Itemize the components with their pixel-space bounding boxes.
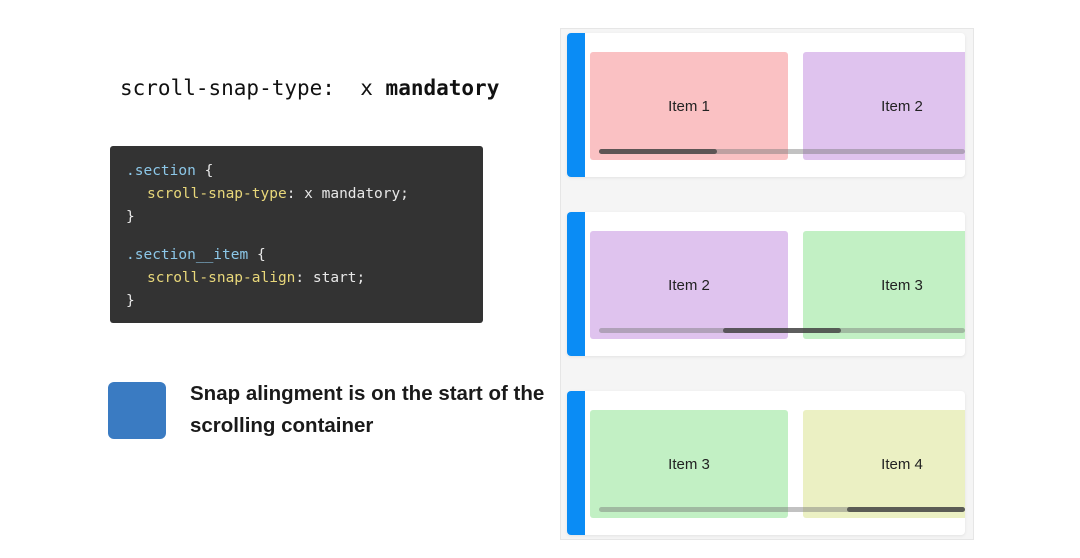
scroll-container-1[interactable]: Item 1 Item 2 xyxy=(567,33,965,177)
scrollbar-thumb[interactable] xyxy=(599,149,717,154)
code-snippet: .section { scroll-snap-type: x mandatory… xyxy=(110,146,483,323)
heading-axis: x xyxy=(360,76,373,100)
code-value: : x mandatory; xyxy=(286,186,409,202)
snap-item: Item 3 xyxy=(803,231,965,339)
code-brace: { xyxy=(248,247,266,263)
code-prop-snap-align: scroll-snap-align xyxy=(147,270,296,286)
snap-item: Item 2 xyxy=(590,231,788,339)
code-line-4: .section__item { xyxy=(126,244,483,267)
code-line-2: scroll-snap-type: x mandatory; xyxy=(126,183,483,206)
scrollbar-thumb[interactable] xyxy=(723,328,841,333)
legend-swatch xyxy=(108,382,166,439)
snap-start-marker xyxy=(567,33,585,177)
scrollbar-thumb[interactable] xyxy=(847,507,965,512)
code-value: : start; xyxy=(295,270,366,286)
code-line-5: scroll-snap-align: start; xyxy=(126,267,483,290)
snap-item: Item 3 xyxy=(590,410,788,518)
scroll-container-2[interactable]: Item 2 Item 3 xyxy=(567,212,965,356)
snap-start-marker xyxy=(567,391,585,535)
scroll-demo-panel: Item 1 Item 2 Item 2 Item 3 Item 3 Item … xyxy=(560,28,974,540)
legend-text-part: of the scrolling container xyxy=(190,382,545,437)
scrollbar-track[interactable] xyxy=(599,149,965,154)
code-prop-snap-type: scroll-snap-type xyxy=(147,186,287,202)
scroll-container-3[interactable]: Item 3 Item 4 xyxy=(567,391,965,535)
snap-start-marker xyxy=(567,212,585,356)
legend-text: Snap alingment is on the start of the sc… xyxy=(190,378,550,442)
code-line-3: } xyxy=(126,209,135,225)
scrollbar-track[interactable] xyxy=(599,328,965,333)
snap-item: Item 4 xyxy=(803,410,965,518)
scrollbar-track[interactable] xyxy=(599,507,965,512)
legend-text-bold: start xyxy=(438,382,483,405)
code-selector-item: .section__item xyxy=(126,247,249,263)
code-brace: { xyxy=(195,163,214,179)
code-line-1: .section { xyxy=(126,160,483,183)
snap-item: Item 2 xyxy=(803,52,965,160)
code-selector-section: .section xyxy=(126,163,196,179)
legend-text-part: Snap alingment is on the xyxy=(190,382,439,405)
code-line-6: } xyxy=(126,293,135,309)
snap-type-heading: scroll-snap-type: x mandatory xyxy=(120,76,499,100)
snap-item: Item 1 xyxy=(590,52,788,160)
heading-prop: scroll-snap-type: xyxy=(120,76,335,100)
heading-keyword: mandatory xyxy=(385,76,500,100)
